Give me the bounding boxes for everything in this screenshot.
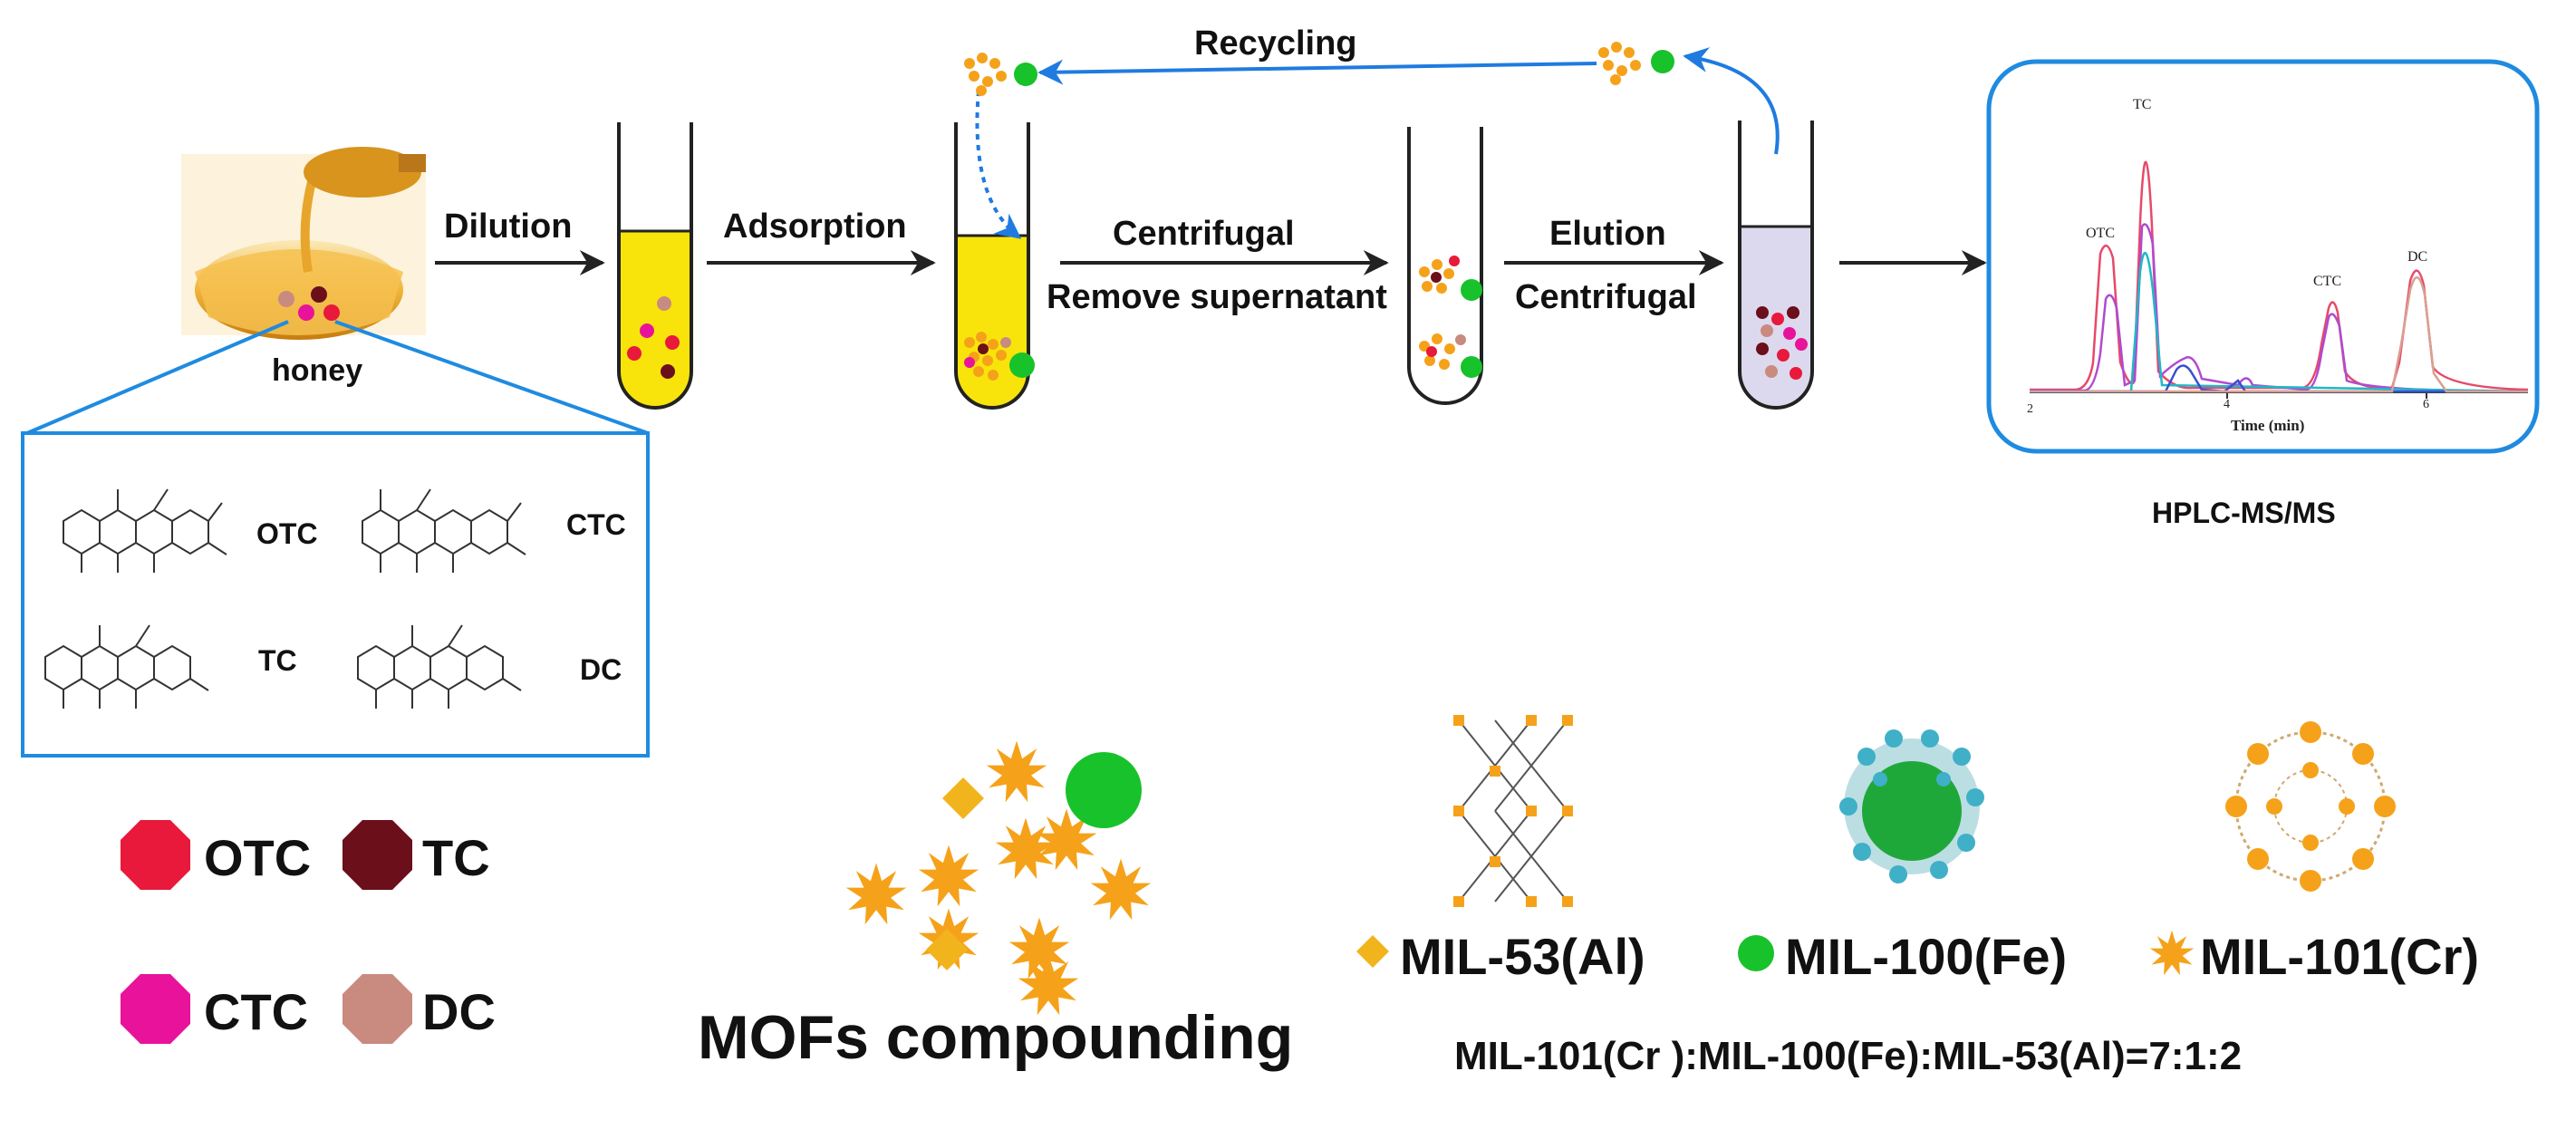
centrifugal2-label: Centrifugal (1515, 278, 1697, 316)
mil-53-structure (1453, 715, 1573, 907)
peak-label-otc: OTC (2086, 226, 2115, 241)
mofs-compounding-label: MOFs compounding (698, 1003, 1293, 1072)
x-tick-2: 2 (2027, 402, 2033, 416)
chromatogram (2030, 160, 2529, 399)
tube-sediment (1407, 127, 1483, 405)
recycle-up-arrow (1683, 47, 1780, 155)
otc-particle (323, 304, 340, 321)
dc-structure-label: DC (580, 653, 622, 686)
legend-ctc-icon (121, 974, 190, 1044)
ctc-structure (362, 488, 526, 573)
recycled-mof-cluster-left (964, 53, 1037, 96)
tc-structure-label: TC (258, 644, 297, 677)
tube-diluted (617, 122, 693, 410)
honey-label: honey (272, 353, 362, 388)
structures-box (21, 431, 650, 758)
zoom-line-right (334, 320, 649, 435)
adsorption-label: Adsorption (723, 208, 907, 246)
ctc-structure-label: CTC (566, 508, 626, 541)
peak-label-dc: DC (2407, 249, 2427, 265)
legend-tc-icon (343, 820, 412, 890)
dc-particle (278, 291, 294, 307)
otc-structure (63, 488, 227, 573)
mil-53-label: MIL-53(Al) (1400, 928, 1645, 985)
centrifugal-label: Centrifugal (1113, 215, 1295, 253)
recycling-label: Recycling (1194, 24, 1357, 63)
tc-particle (311, 286, 327, 303)
mil-100-structure (1839, 729, 1984, 883)
mil-101-icon (2149, 930, 2195, 976)
legend-dc-icon (343, 974, 412, 1044)
recycling-arrow (1037, 59, 1597, 85)
legend-dc-label: DC (422, 983, 496, 1040)
mil-100-label: MIL-100(Fe) (1785, 928, 2067, 985)
mil-53-icon (1356, 935, 1389, 968)
elution-label: Elution (1549, 215, 1666, 253)
tube-eluate (1738, 121, 1814, 410)
legend-otc-icon (121, 820, 190, 890)
tube-adsorption (954, 122, 1035, 410)
mof-ratio-label: MIL-101(Cr ):MIL-100(Fe):MIL-53(Al)=7:1:… (1454, 1034, 2242, 1078)
hplc-label: HPLC-MS/MS (2152, 497, 2336, 529)
mil-100-icon (1738, 935, 1774, 971)
legend-tc-label: TC (422, 829, 490, 886)
mil-101-structure (2225, 721, 2396, 892)
x-tick-6: 6 (2423, 398, 2429, 411)
otc-structure-label: OTC (256, 517, 318, 550)
peak-label-ctc: CTC (2313, 274, 2341, 289)
dilution-label: Dilution (444, 208, 572, 246)
legend-ctc-label: CTC (204, 983, 308, 1040)
ctc-particle (298, 304, 314, 321)
honey-sample-image (181, 147, 426, 340)
recycle-drop-arrow (975, 90, 1022, 239)
tc-structure (44, 624, 209, 709)
legend-otc-label: OTC (204, 829, 311, 886)
dc-structure (357, 624, 522, 709)
x-axis-title: Time (min) (2231, 417, 2304, 434)
zoom-line-left (26, 320, 289, 435)
recycled-mof-cluster-right (1598, 42, 1674, 85)
mil-101-label: MIL-101(Cr) (2200, 928, 2479, 985)
x-tick-4: 4 (2224, 398, 2230, 411)
remove-supernatant-label: Remove supernatant (1047, 278, 1387, 316)
mofs-compounding-icons (845, 740, 1152, 1016)
peak-label-tc: TC (2133, 97, 2151, 112)
